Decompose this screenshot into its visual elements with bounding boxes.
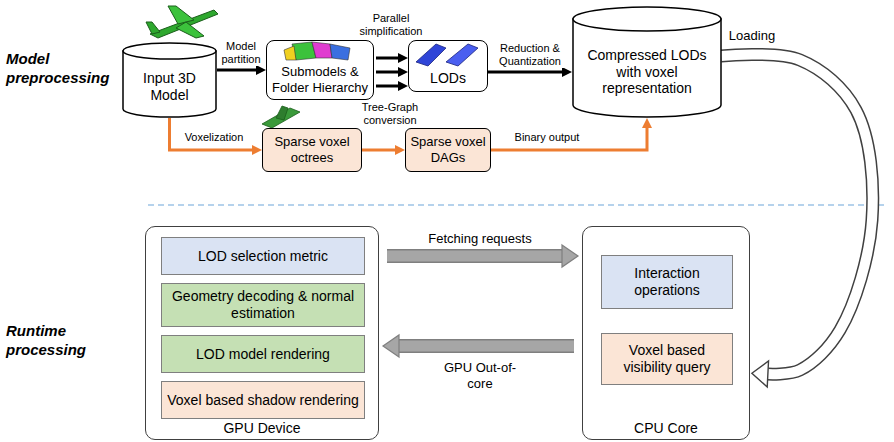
connector bbox=[170, 118, 253, 150]
node-text: Geometry decoding & normal estimation bbox=[165, 288, 361, 322]
module-box: LOD selection metric bbox=[161, 237, 365, 275]
lod-icon bbox=[416, 44, 478, 66]
cylinder-body bbox=[123, 51, 216, 117]
airplane-wing bbox=[176, 22, 204, 38]
section-divider bbox=[148, 204, 886, 206]
connector-outline bbox=[721, 54, 873, 374]
device-panel: CPU Core Interaction operationsVoxel base… bbox=[582, 226, 750, 440]
voxel-box: Sparse voxel DAGs bbox=[405, 128, 491, 172]
parallel-arrow bbox=[376, 85, 398, 88]
edge-label: GPU Out-of-core bbox=[435, 360, 525, 391]
connector-line bbox=[721, 54, 873, 374]
edge-label: Model partition bbox=[217, 40, 265, 66]
node-text: Sparse voxel octrees bbox=[266, 134, 358, 165]
connector bbox=[488, 72, 562, 73]
device-panel: GPU Device LOD selection metricGeometry d… bbox=[145, 226, 379, 440]
submodel-part bbox=[284, 46, 296, 60]
submodel-part bbox=[330, 44, 350, 60]
connector bbox=[399, 346, 574, 347]
panel-title: GPU Device bbox=[146, 420, 378, 437]
database-cylinder: Input 3D Model bbox=[122, 42, 217, 118]
edge-label: Tree-Graph conversion bbox=[357, 101, 423, 127]
connector-line bbox=[217, 69, 256, 72]
node-text: Compressed LODs with voxel representatio… bbox=[580, 47, 714, 97]
parallel-arrow bbox=[376, 57, 398, 60]
submodel-part bbox=[312, 42, 332, 58]
voxel-model bbox=[276, 106, 288, 120]
module-box: Interaction operations bbox=[601, 255, 733, 309]
edge-label: Parallel simplification bbox=[355, 12, 427, 38]
edge-label: Binary output bbox=[507, 131, 587, 144]
node-text: Submodels & Folder Hierarchy bbox=[269, 64, 371, 95]
node-text: LOD selection metric bbox=[198, 248, 328, 265]
connector-outline bbox=[387, 249, 562, 263]
connector-line bbox=[362, 149, 395, 152]
edge-label: Loading bbox=[724, 28, 780, 44]
node-text: Voxel based shadow rendering bbox=[167, 392, 358, 409]
process-box: LODs bbox=[408, 40, 488, 92]
node-text: LODs bbox=[430, 70, 466, 87]
database-cylinder: Compressed LODs with voxel representatio… bbox=[572, 6, 722, 118]
process-box: Submodels & Folder Hierarchy bbox=[266, 40, 374, 100]
node-text: Input 3D Model bbox=[125, 70, 214, 104]
edge-label: Fetching requests bbox=[415, 231, 545, 247]
connector-line bbox=[491, 128, 647, 150]
connector-line bbox=[387, 251, 562, 262]
node-text: Sparse voxel DAGs bbox=[409, 134, 487, 165]
airplane-wing bbox=[168, 6, 194, 24]
edge-label: Voxelization bbox=[179, 131, 249, 144]
airplane-icon bbox=[146, 6, 218, 38]
node-text: LOD model rendering bbox=[196, 346, 330, 363]
cylinder-top bbox=[123, 43, 216, 59]
connector bbox=[362, 150, 395, 151]
node-text: Voxel based visibility query bbox=[605, 342, 729, 376]
cylinder-body bbox=[573, 19, 721, 117]
voxel-icon bbox=[262, 106, 300, 128]
connector bbox=[387, 256, 562, 257]
voxel-box: Sparse voxel octrees bbox=[262, 128, 362, 172]
module-box: Voxel based shadow rendering bbox=[161, 381, 365, 419]
parallel-arrows bbox=[376, 58, 398, 86]
connector-outline bbox=[399, 339, 574, 353]
airplane-tail bbox=[146, 22, 160, 34]
connector-line bbox=[376, 71, 398, 74]
module-box: LOD model rendering bbox=[161, 335, 365, 373]
connector-line bbox=[488, 71, 562, 74]
module-box: Geometry decoding & normal estimation bbox=[161, 283, 365, 327]
connector-line bbox=[170, 118, 253, 150]
panel-title: CPU Core bbox=[583, 420, 749, 437]
node-text: Interaction operations bbox=[605, 265, 729, 299]
connector-line bbox=[399, 341, 574, 352]
cylinder-top bbox=[573, 7, 721, 31]
section-label: Model preprocessing bbox=[6, 50, 122, 88]
lod-model bbox=[446, 44, 478, 66]
connector bbox=[721, 54, 873, 374]
connector bbox=[491, 128, 647, 150]
module-box: Voxel based visibility query bbox=[601, 333, 733, 385]
connector bbox=[217, 70, 256, 71]
lod-model bbox=[416, 44, 446, 66]
submodel-icon bbox=[284, 42, 350, 60]
connector bbox=[376, 72, 398, 73]
edge-label: Reduction & Quantization bbox=[491, 42, 569, 68]
section-label: Runtime processing bbox=[6, 322, 122, 360]
